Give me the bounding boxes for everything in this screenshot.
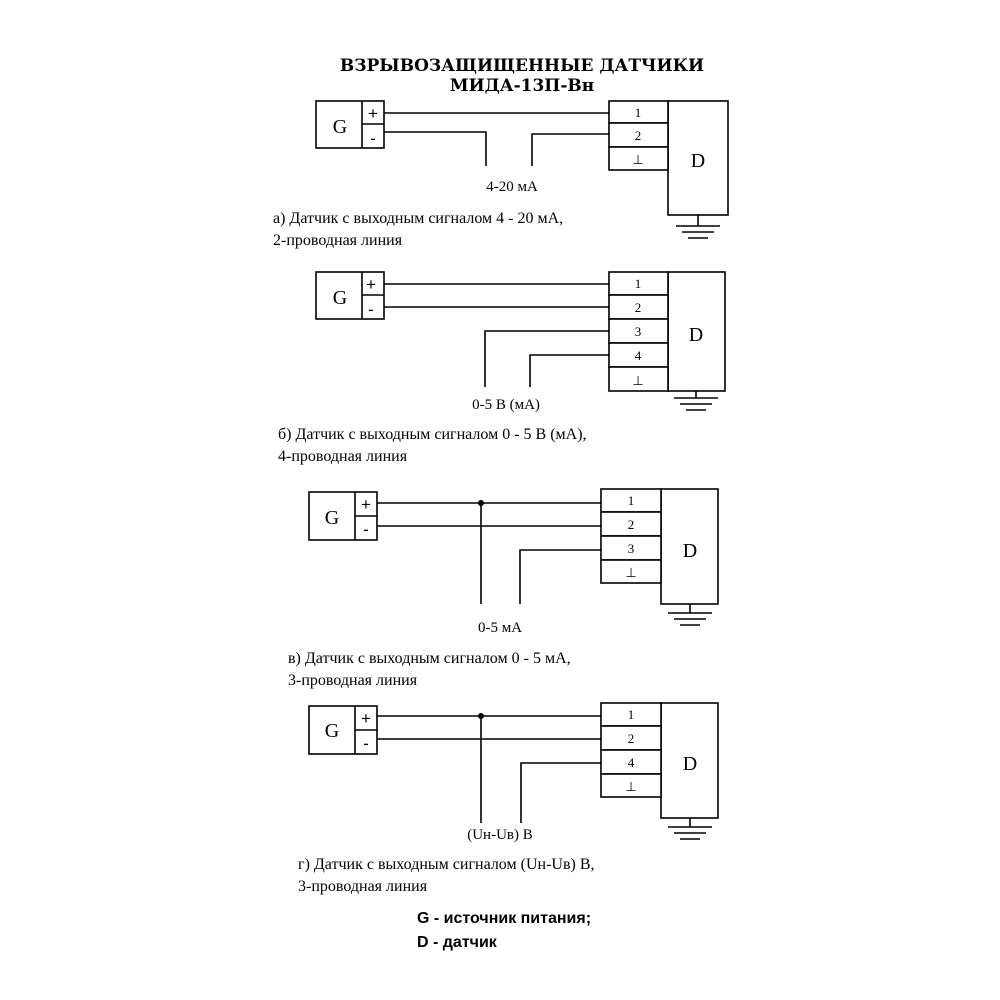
ground-symbol bbox=[674, 391, 718, 411]
plus-terminal-label: + bbox=[361, 495, 371, 514]
diagram-a: G + - D 1 2 ⊥ 4-20 мА а) Датчик с bbox=[273, 100, 729, 249]
power-source-g: G + - bbox=[308, 491, 378, 541]
wire bbox=[529, 354, 609, 387]
wire bbox=[484, 330, 609, 387]
caption-line-1: г) Датчик с выходным сигналом (Uн-Uв) В, bbox=[298, 856, 595, 873]
junction-dot bbox=[478, 500, 484, 506]
caption-line-1: б) Датчик с выходным сигналом 0 - 5 В (м… bbox=[278, 426, 587, 443]
title-line-1: ВЗРЫВОЗАЩИЩЕННЫЕ ДАТЧИКИ bbox=[340, 56, 704, 76]
terminal-cell bbox=[608, 146, 669, 171]
terminal-cell bbox=[600, 749, 662, 775]
sensor-box bbox=[667, 100, 729, 216]
wire bbox=[519, 549, 601, 604]
title-line-2: МИДА-13П-Вн bbox=[450, 76, 594, 96]
sensor-d: D bbox=[667, 271, 726, 392]
sensor-label: D bbox=[683, 540, 697, 562]
wire bbox=[531, 133, 609, 166]
caption-line-1: а) Датчик с выходным сигналом 4 - 20 мА, bbox=[273, 210, 563, 227]
sensor-d: D bbox=[660, 488, 719, 605]
terminal-cell bbox=[600, 535, 662, 561]
caption-line-2: 4-проводная линия bbox=[278, 448, 408, 465]
power-source-g: G + - bbox=[308, 705, 378, 755]
power-source-label: G bbox=[333, 287, 347, 309]
minus-terminal-label: - bbox=[363, 520, 369, 539]
caption-line-2: 3-проводная линия bbox=[298, 878, 428, 895]
ground-symbol bbox=[676, 215, 720, 239]
wire bbox=[520, 762, 601, 823]
pin-label: 4 bbox=[635, 348, 642, 363]
power-source-g: G + - bbox=[315, 271, 385, 320]
pin-label: 2 bbox=[635, 300, 642, 315]
terminal-block: 1 2 ⊥ bbox=[608, 100, 669, 171]
wire bbox=[384, 131, 487, 166]
pin-label: ⊥ bbox=[632, 152, 643, 167]
plus-terminal-label: + bbox=[368, 104, 378, 123]
diagram-c: G + - D 1 2 3 ⊥ bbox=[288, 488, 719, 689]
pin-label: ⊥ bbox=[625, 779, 636, 794]
pin-label: 1 bbox=[635, 276, 642, 291]
terminal-block: 1 2 4 ⊥ bbox=[600, 702, 662, 798]
terminal-cell bbox=[608, 366, 669, 392]
minus-terminal-label: - bbox=[363, 734, 369, 753]
terminal-cell bbox=[600, 559, 662, 584]
legend-sensor: D - датчик bbox=[417, 934, 498, 951]
power-source-label: G bbox=[325, 720, 339, 742]
caption-line-2: 2-проводная линия bbox=[273, 232, 403, 249]
terminal-cell bbox=[608, 318, 669, 344]
pin-label: 2 bbox=[628, 517, 635, 532]
sensor-box bbox=[660, 702, 719, 819]
signal-label: 4-20 мА bbox=[486, 179, 538, 195]
pin-label: 3 bbox=[635, 324, 642, 339]
pin-label: 2 bbox=[635, 128, 642, 143]
pin-label: ⊥ bbox=[625, 565, 636, 580]
pin-label: 1 bbox=[628, 707, 635, 722]
plus-terminal-label: + bbox=[361, 709, 371, 728]
minus-terminal-label: - bbox=[368, 300, 374, 319]
terminal-cell bbox=[600, 773, 662, 798]
wires bbox=[384, 112, 609, 166]
legend-power-source: G - источник питания; bbox=[417, 910, 591, 927]
sensor-label: D bbox=[689, 324, 703, 346]
power-source-g: G + - bbox=[315, 100, 385, 149]
terminal-block: 1 2 3 4 ⊥ bbox=[608, 271, 669, 392]
sensor-d: D bbox=[667, 100, 729, 216]
caption-line-2: 3-проводная линия bbox=[288, 672, 418, 689]
terminal-cell bbox=[608, 122, 669, 148]
power-source-label: G bbox=[325, 507, 339, 529]
sensor-d: D bbox=[660, 702, 719, 819]
diagram-d: G + - D 1 2 4 ⊥ bbox=[298, 702, 719, 895]
wires bbox=[384, 283, 609, 387]
sensor-label: D bbox=[691, 150, 705, 172]
wires bbox=[377, 715, 601, 823]
plus-terminal-label: + bbox=[366, 275, 376, 294]
signal-label: 0-5 мА bbox=[478, 620, 522, 636]
pin-label: 2 bbox=[628, 731, 635, 746]
terminal-cell bbox=[608, 342, 669, 368]
pin-label: 1 bbox=[635, 105, 642, 120]
pin-label: 3 bbox=[628, 541, 635, 556]
signal-label: (Uн-Uв) В bbox=[467, 827, 533, 843]
pin-label: 1 bbox=[628, 493, 635, 508]
terminal-block: 1 2 3 ⊥ bbox=[600, 488, 662, 584]
pin-label: ⊥ bbox=[632, 373, 643, 388]
power-source-label: G bbox=[333, 116, 347, 138]
signal-label: 0-5 В (мА) bbox=[472, 397, 540, 413]
terminal-cell bbox=[600, 725, 662, 751]
pin-label: 4 bbox=[628, 755, 635, 770]
caption-line-1: в) Датчик с выходным сигналом 0 - 5 мА, bbox=[288, 650, 571, 667]
junction-dot bbox=[478, 713, 484, 719]
terminal-cell bbox=[600, 511, 662, 537]
diagram-b: G + - D 1 2 3 4 ⊥ bbox=[278, 271, 726, 465]
sensor-label: D bbox=[683, 753, 697, 775]
ground-symbol bbox=[668, 604, 712, 626]
minus-terminal-label: - bbox=[370, 129, 376, 148]
wires bbox=[377, 502, 601, 604]
ground-symbol bbox=[668, 818, 712, 840]
